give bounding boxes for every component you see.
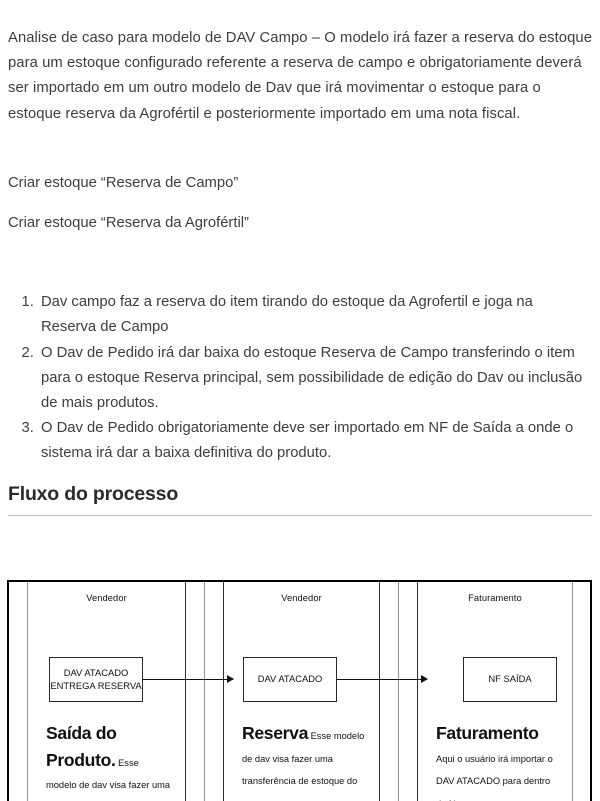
swimlane-2-description: Reserva Esse modelo de dav visa fazer um… — [224, 721, 379, 793]
flow-heading: Fluxo do processo — [0, 467, 600, 507]
connector-2-to-3 — [337, 679, 427, 680]
list-item: Dav campo faz a reserva do item tirando … — [38, 290, 592, 340]
list-item: O Dav de Pedido obrigatoriamente deve se… — [38, 416, 592, 466]
list-item: O Dav de Pedido irá dar baixa do estoque… — [38, 341, 592, 417]
swimlane-3: Faturamento NF SAÍDA Faturamento Aqui o … — [418, 582, 572, 801]
spacer — [8, 127, 592, 171]
spacer — [8, 236, 592, 290]
lane-divider — [204, 582, 205, 801]
swimlane-1-header: Vendedor — [28, 593, 185, 603]
steps-list: Dav campo faz a reserva do item tirando … — [0, 290, 600, 466]
lane-divider — [572, 582, 573, 801]
process-node-dav-atacado-entrega-reserva[interactable]: DAV ATACADO ENTREGA RESERVA — [49, 657, 143, 702]
intro-paragraph: Analise de caso para modelo de DAV Campo… — [8, 0, 592, 127]
node-label-line-1: DAV ATACADO — [258, 673, 323, 686]
lane-divider — [185, 582, 186, 801]
swimlane-2: Vendedor DAV ATACADO Reserva Esse modelo… — [224, 582, 379, 801]
create-stock-line-2: Criar estoque “Reserva da Agrofértil” — [8, 211, 592, 236]
node-label-line-1: NF SAÍDA — [488, 673, 531, 686]
swimlane-1-description: Saída do Produto. Esse modelo de dav vis… — [28, 721, 185, 797]
connector-1-to-2 — [143, 679, 233, 680]
swimlane-1: Vendedor DAV ATACADO ENTREGA RESERVA Saí… — [28, 582, 185, 801]
description-lead: Faturamento — [436, 723, 539, 743]
prose-section: Analise de caso para modelo de DAV Campo… — [0, 0, 600, 290]
lane-divider — [398, 582, 399, 801]
create-stock-line-1: Criar estoque “Reserva de Campo” — [8, 171, 592, 196]
lane-divider — [379, 582, 380, 801]
swimlane-diagram: Vendedor DAV ATACADO ENTREGA RESERVA Saí… — [7, 580, 592, 801]
swimlane-3-description: Faturamento Aqui o usuário irá importar … — [418, 721, 572, 801]
heading-divider — [8, 515, 592, 516]
swimlane-2-header: Vendedor — [224, 593, 379, 603]
process-node-nf-saida[interactable]: NF SAÍDA — [463, 657, 557, 702]
description-body: Aqui o usuário irá importar o DAV ATACAD… — [436, 754, 553, 801]
description-lead: Saída do Produto. — [46, 723, 117, 770]
process-node-dav-atacado[interactable]: DAV ATACADO — [243, 657, 337, 702]
node-label-line-1: DAV ATACADO — [64, 667, 129, 680]
node-label-line-2: ENTREGA RESERVA — [50, 680, 141, 693]
swimlane-3-header: Faturamento — [418, 593, 572, 603]
description-lead: Reserva — [242, 723, 308, 743]
spacer — [8, 196, 592, 211]
